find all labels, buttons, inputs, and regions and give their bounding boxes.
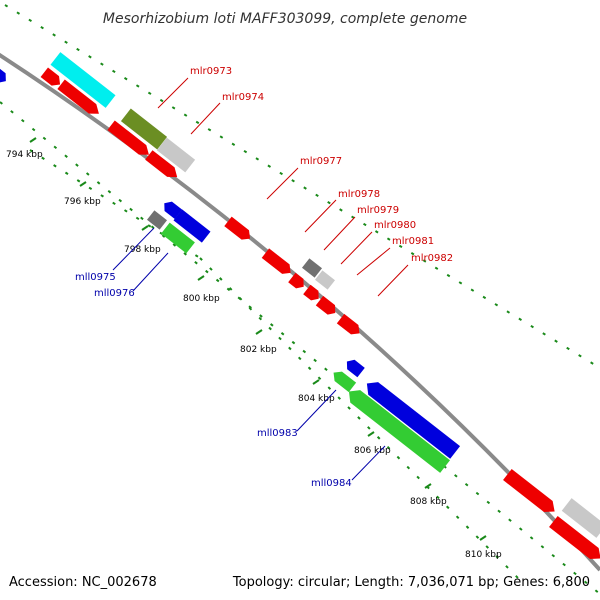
kbp-label: 802 kbp	[240, 345, 277, 355]
gene-label-mlr0974: mlr0974	[222, 92, 264, 103]
gene-label-mlr0982: mlr0982	[411, 253, 453, 264]
kbp-label: 800 kbp	[183, 294, 220, 304]
gene-blue-small[interactable]	[161, 199, 183, 220]
reverse-label-leaders	[112, 227, 386, 481]
kbp-label: 804 kbp	[298, 394, 335, 404]
gene-mlr0981[interactable]	[303, 284, 322, 304]
gene-features[interactable]	[0, 52, 600, 564]
kbp-label: 794 kbp	[6, 150, 43, 160]
kbp-tick	[29, 137, 37, 143]
kbp-labels: 794 kbp 796 kbp 798 kbp 800 kbp 802 kbp …	[6, 150, 502, 560]
gene-label-mlr0973: mlr0973	[190, 66, 232, 77]
kbp-tick	[424, 483, 432, 489]
map-title: Mesorhizobium loti MAFF303099, complete …	[103, 11, 467, 27]
gene-label-mll0976: mll0976	[94, 288, 135, 299]
gene-red-small[interactable]	[40, 67, 64, 90]
gene-blue-edge[interactable]	[0, 65, 10, 86]
kbp-ticks	[29, 137, 487, 541]
gene-red-bottom-2[interactable]	[549, 516, 600, 564]
gene-mlr0974[interactable]	[107, 120, 152, 159]
kbp-tick	[197, 275, 205, 281]
gene-label-mll0984: mll0984	[311, 478, 352, 489]
kbp-tick	[312, 379, 320, 385]
gene-mlr0977[interactable]	[224, 216, 253, 244]
kbp-tick	[141, 225, 149, 231]
gene-mll0984[interactable]	[344, 385, 450, 473]
gene-mll0983[interactable]	[330, 368, 357, 393]
gene-red-arrow[interactable]	[145, 150, 181, 182]
kbp-tick	[255, 329, 263, 335]
gene-label-mlr0978: mlr0978	[338, 189, 380, 200]
gene-lightgray-bottom[interactable]	[561, 498, 600, 538]
kbp-tick	[367, 431, 375, 437]
gene-mlr0980[interactable]	[315, 270, 335, 290]
gene-label-mlr0979: mlr0979	[357, 205, 399, 216]
forward-gene-labels: mlr0973 mlr0974 mlr0977 mlr0978 mlr0979 …	[190, 66, 453, 264]
accession-text: Accession: NC_002678	[9, 575, 157, 590]
gene-mlr0979[interactable]	[302, 258, 322, 278]
kbp-label: 796 kbp	[64, 197, 101, 207]
kbp-label: 806 kbp	[354, 446, 391, 456]
gene-red-mid[interactable]	[288, 272, 307, 292]
gene-red-bottom-1[interactable]	[503, 469, 559, 517]
gene-mll0975[interactable]	[147, 210, 167, 230]
genome-backbone	[0, 52, 600, 572]
gene-blue-small-2[interactable]	[343, 357, 365, 378]
kbp-tick	[479, 535, 487, 541]
gene-lightgray-block[interactable]	[156, 137, 196, 173]
kbp-label: 808 kbp	[410, 497, 447, 507]
gene-label-mlr0981: mlr0981	[392, 236, 434, 247]
gene-label-mlr0980: mlr0980	[374, 220, 416, 231]
gene-blue-long[interactable]	[362, 377, 461, 459]
reverse-gene-labels: mll0975 mll0976 mll0983 mll0984	[75, 272, 352, 489]
gene-olive-block[interactable]	[120, 108, 168, 150]
forward-label-leaders	[157, 77, 409, 297]
gene-blue-block[interactable]	[173, 209, 211, 243]
kbp-label: 810 kbp	[465, 550, 502, 560]
kbp-tick	[79, 181, 87, 187]
gene-mlr0978[interactable]	[261, 248, 295, 277]
gene-label-mll0975: mll0975	[75, 272, 116, 283]
inner-dotted-track	[29, 149, 521, 581]
outer-dotted-track	[0, 4, 600, 595]
gene-label-mlr0977: mlr0977	[300, 156, 342, 167]
gene-label-mll0983: mll0983	[257, 428, 298, 439]
gene-cyan-block[interactable]	[50, 52, 116, 108]
gene-mll0976[interactable]	[161, 222, 195, 254]
topology-text: Topology: circular; Length: 7,036,071 bp…	[232, 575, 590, 590]
kbp-label: 798 kbp	[124, 245, 161, 255]
gene-mlr0982[interactable]	[315, 295, 339, 318]
gene-red-after[interactable]	[336, 313, 363, 338]
gene-mlr0973[interactable]	[57, 79, 102, 118]
